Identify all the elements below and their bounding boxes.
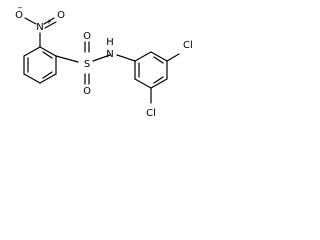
benzene-ring-right bbox=[134, 51, 168, 89]
nitro-n-label: N bbox=[36, 22, 43, 33]
nitro-o-label: O bbox=[57, 10, 65, 21]
sulfonyl-o-bottom-label: O bbox=[83, 86, 91, 97]
background bbox=[0, 0, 216, 132]
chlorine-bottom-label: Cl bbox=[146, 108, 156, 119]
amide-h-label: H bbox=[106, 37, 114, 48]
amide-group: H N bbox=[106, 37, 136, 62]
nitro-group: N + O − O bbox=[15, 4, 65, 48]
sulfur-label: S bbox=[84, 59, 90, 70]
chlorine-substituents: Cl Cl bbox=[146, 40, 193, 119]
nitro-oxide-label: O bbox=[15, 10, 23, 21]
amide-n-label: N bbox=[106, 49, 113, 60]
sulfonyl-o-top-label: O bbox=[83, 31, 91, 42]
benzene-ring-left bbox=[23, 46, 57, 84]
sulfonyl-group: S O O bbox=[55, 31, 111, 97]
structure-diagram: N + O − O S O O H N Cl Cl bbox=[0, 0, 216, 132]
chlorine-top-label: Cl bbox=[183, 40, 193, 51]
nitro-oxide-charge: − bbox=[17, 4, 23, 12]
nitro-n-charge: + bbox=[46, 18, 52, 26]
